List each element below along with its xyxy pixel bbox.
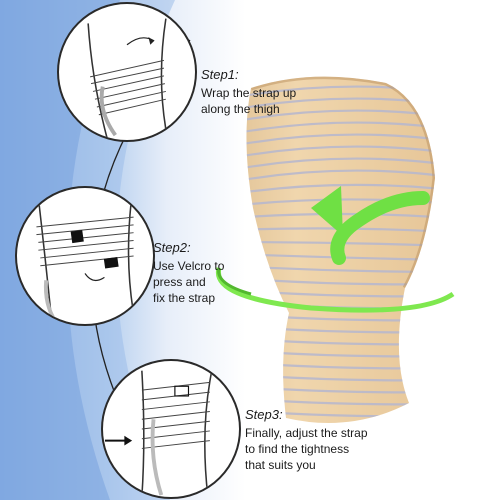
step1-illustration: [57, 2, 197, 142]
step3-line2: to find the tightness: [245, 442, 350, 456]
knee-brace-image: [215, 76, 455, 423]
rotation-arrow-icon: [215, 186, 455, 313]
step1-line2: along the thigh: [201, 102, 280, 116]
step1-line1: Wrap the strap up: [201, 86, 297, 100]
wrap-illustration-icon: [87, 18, 169, 140]
step3-title: Step3:: [245, 407, 283, 422]
step2-line2: press and: [153, 275, 206, 289]
step2-line1: Use Velcro to: [153, 259, 225, 273]
step2-text: Step2: Use Velcro to press and fix the s…: [153, 240, 224, 306]
step3-line3: that suits you: [245, 458, 316, 472]
step3-illustration: [101, 359, 241, 499]
adjust-illustration-icon: [104, 370, 213, 497]
step2-line3: fix the strap: [153, 291, 216, 305]
step1-title: Step1:: [201, 67, 239, 82]
step2-title: Step2:: [153, 240, 191, 255]
velcro-illustration-icon: [36, 197, 137, 324]
step1-text: Step1: Wrap the strap up along the thigh: [201, 67, 296, 117]
step2-illustration: [15, 186, 155, 326]
step3-text: Step3: Finally, adjust the strap to find…: [245, 407, 368, 473]
step3-line1: Finally, adjust the strap: [245, 426, 368, 440]
